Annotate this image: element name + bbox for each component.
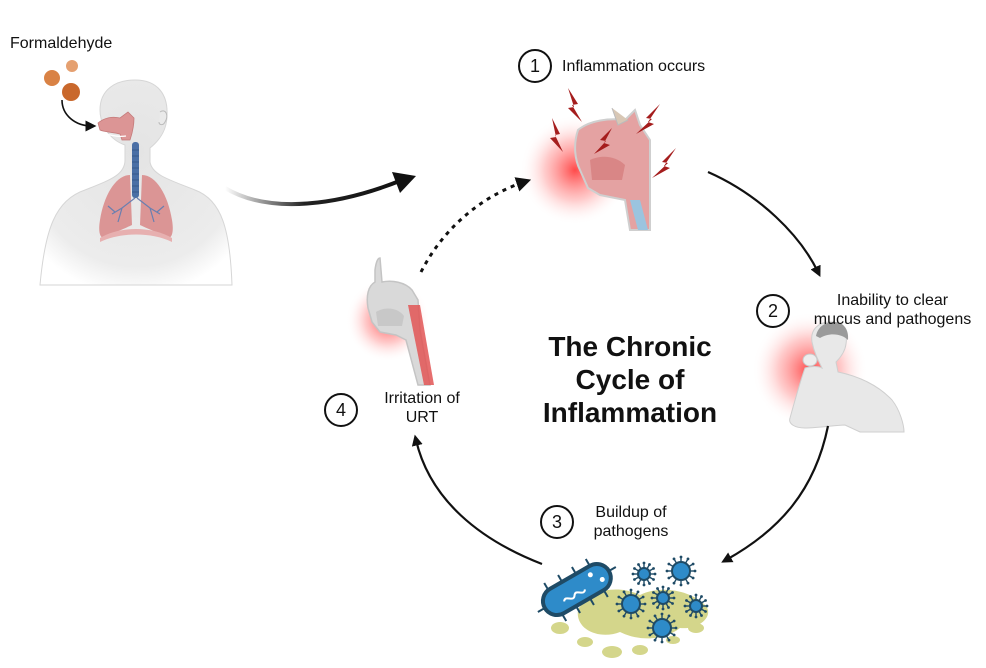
step-2-label-line-2: mucus and pathogens [813,311,972,328]
virus-icon [646,612,678,644]
step-4-label-line-1: Irritation of [384,390,460,407]
step-2-label: Inability to clear mucus and pathogens [800,291,985,329]
step-1-label: Inflammation occurs [562,58,706,75]
step-3-label: Buildup of pathogens [586,503,676,541]
source-to-cycle-arrowhead [392,172,416,193]
left-lung-shape [99,175,132,238]
mucus-blob [551,589,709,658]
formaldehyde-label: Formaldehyde [10,35,113,52]
trachea-shape [132,142,139,198]
lightning-icon-group [550,88,676,178]
step-4-label-line-2: URT [405,409,439,426]
virus-icon [683,593,709,619]
arrow-step4-to-step1-dotted [419,177,532,273]
lightning-icon [594,128,612,154]
virus-icon [615,588,647,620]
arrow-step1-to-step2 [707,170,821,277]
virus-icon [631,561,657,587]
diagram-title: The Chronic Cycle of Inflammation [520,330,740,429]
step-1-number-badge: 1 [518,49,552,83]
title-line-1: The Chronic [548,331,712,362]
lightning-icon [652,148,676,178]
step-4-label: Irritation of URT [372,389,472,427]
virus-group [615,555,709,644]
title-line-2: Cycle of [575,364,685,395]
inflamed-nasal-cavity-figure [520,107,651,231]
step-2-label-line-1: Inability to clear [836,292,949,309]
bacterium-icon [537,558,617,622]
step-3-label-line-1: Buildup of [595,504,667,521]
irritated-urt-figure [346,257,434,386]
arrow-step3-to-step4 [411,434,543,566]
title-line-3: Inflammation [542,397,718,428]
step-2-number-badge: 2 [756,294,790,328]
source-to-cycle-arrow [223,178,403,207]
human-respiratory-figure [39,79,233,286]
lightning-icon [636,104,660,134]
coughing-man-figure [752,312,905,433]
lightning-icon [568,88,582,122]
virus-icon [665,555,697,587]
nasal-cavity-shape [97,111,135,141]
step-3-label-line-2: pathogens [593,523,669,540]
step-3-number-badge: 3 [540,505,574,539]
ear-shape [158,110,168,126]
right-lung-shape [140,175,173,238]
formaldehyde-particles-icon [44,60,80,101]
step-4-number-badge: 4 [324,393,358,427]
virus-icon [650,585,676,611]
arrow-step2-to-step3 [721,425,830,563]
inhale-arrow [61,99,97,132]
